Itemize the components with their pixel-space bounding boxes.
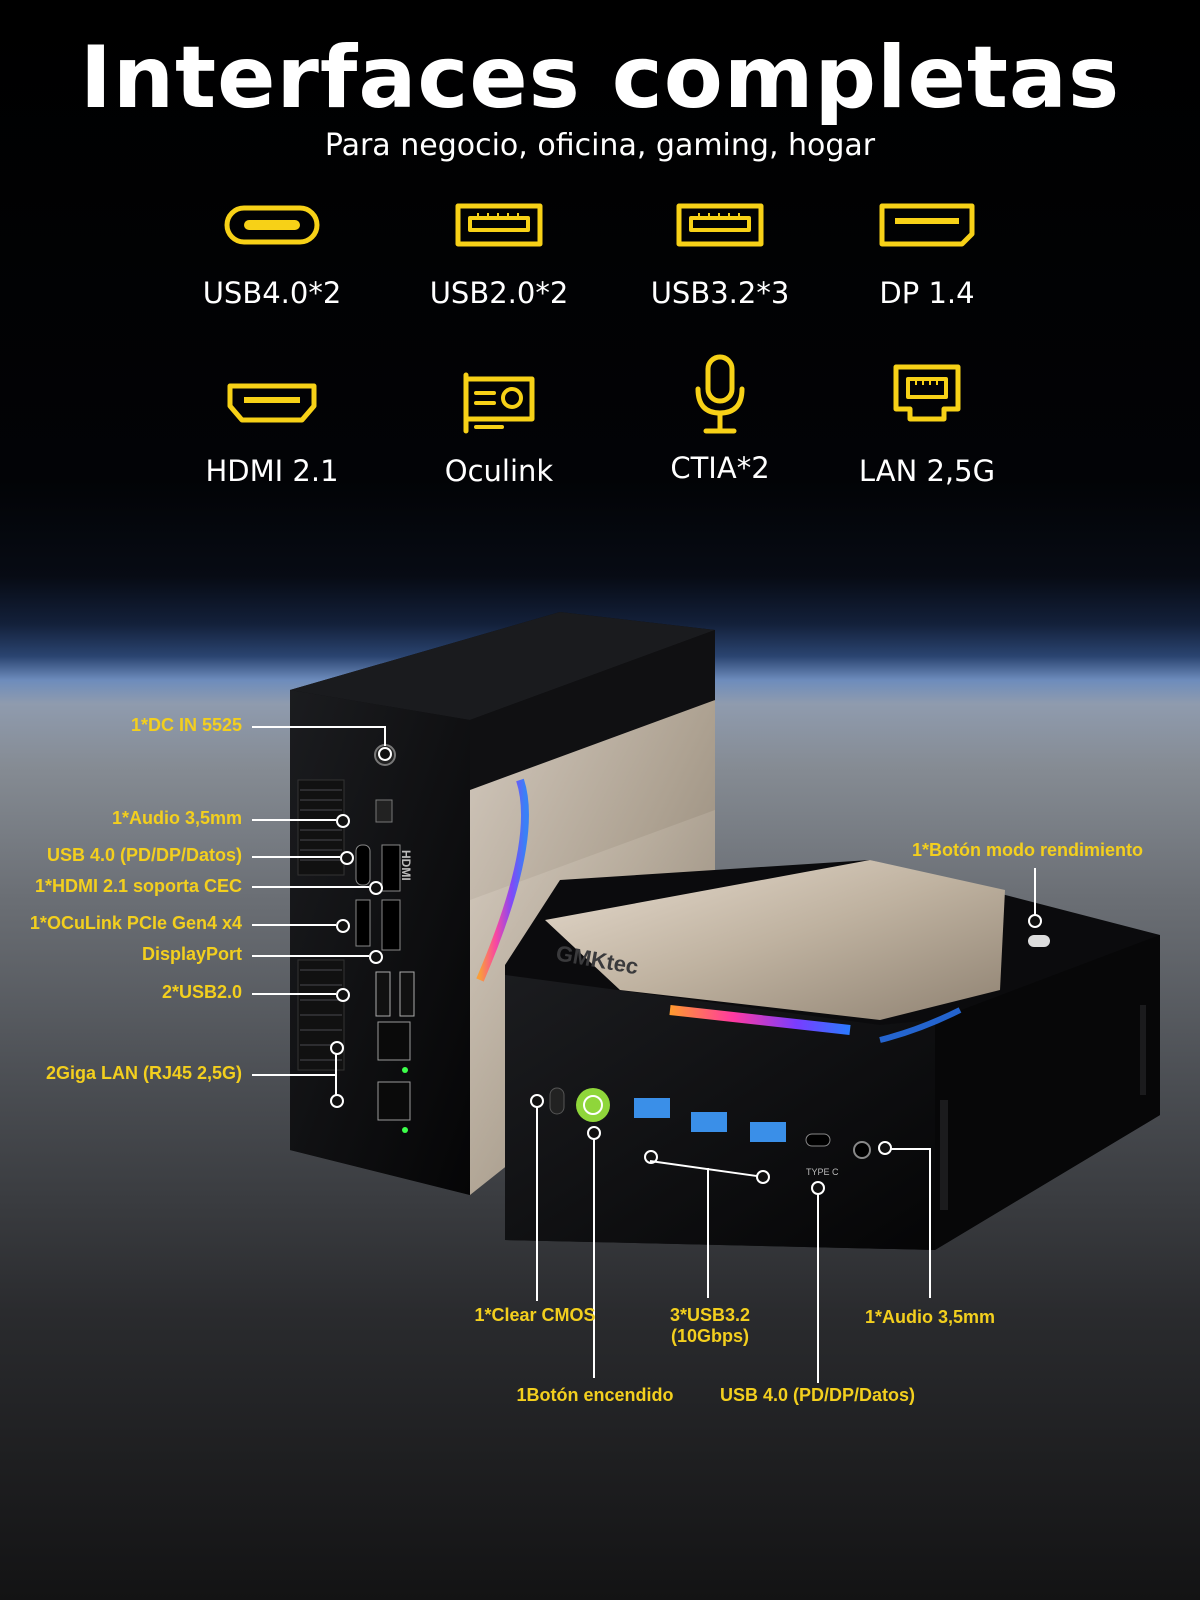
feature-dp: DP 1.4 (812, 180, 1042, 310)
page-title: Interfaces completas (79, 28, 1121, 128)
feature-usb4: USB4.0*2 (157, 180, 387, 310)
usb-a-icon (676, 203, 764, 247)
callout-oculink: 1*OCuLink PCIe Gen4 x4 (29, 913, 242, 933)
feature-usb32: USB3.2*3 (605, 180, 835, 310)
callout-power-button: 1Botón encendido (516, 1385, 674, 1405)
feature-oculink: Oculink (384, 358, 614, 488)
callout-usb32-line1: 3*USB3.2 (669, 1305, 751, 1325)
oculink-card-icon (463, 372, 535, 434)
usb-a-icon (455, 203, 543, 247)
feature-usb2: USB2.0*2 (384, 180, 614, 310)
callout-usb32: 3*USB3.2 (10Gbps) (630, 1305, 790, 1347)
usb-c-icon (224, 205, 320, 245)
power-button (576, 1088, 610, 1122)
feature-label: CTIA*2 (670, 451, 770, 485)
ethernet-icon (893, 364, 961, 422)
callout-hdmi: 1*HDMI 2.1 soporta CEC (34, 876, 242, 896)
displayport-icon (879, 203, 975, 247)
feature-label: HDMI 2.1 (205, 454, 339, 488)
callout-usb2: 2*USB2.0 (161, 982, 242, 1002)
callout-usb4-rear: USB 4.0 (PD/DP/Datos) (46, 845, 242, 865)
callout-audio-rear: 1*Audio 3,5mm (111, 808, 242, 828)
feature-hdmi: HDMI 2.1 (157, 358, 387, 488)
feature-label: LAN 2,5G (858, 454, 996, 488)
callout-lan: 2Giga LAN (RJ45 2,5G) (45, 1063, 242, 1083)
feature-label: USB4.0*2 (202, 276, 342, 310)
feature-label: Oculink (444, 454, 554, 488)
hdmi-marking: HDMI (399, 850, 413, 881)
callout-performance-button: 1*Botón modo rendimiento (912, 840, 1143, 860)
feature-label: USB3.2*3 (650, 276, 790, 310)
callout-usb4-front: USB 4.0 (PD/DP/Datos) (719, 1385, 916, 1405)
callout-dc-in: 1*DC IN 5525 (130, 715, 242, 735)
feature-ctia: CTIA*2 (605, 345, 835, 485)
callout-displayport: DisplayPort (141, 944, 242, 964)
hdmi-icon (227, 383, 317, 423)
type-c-marking: TYPE C (806, 1167, 839, 1177)
callout-audio-front: 1*Audio 3,5mm (864, 1307, 996, 1327)
front-unit: GMKtec TYPE C (505, 860, 1160, 1250)
page-subtitle: Para negocio, oficina, gaming, hogar (324, 128, 876, 163)
performance-button (1028, 935, 1050, 947)
feature-label: USB2.0*2 (429, 276, 569, 310)
callout-clear-cmos: 1*Clear CMOS (474, 1305, 596, 1325)
microphone-icon (695, 354, 745, 434)
feature-lan: LAN 2,5G (812, 348, 1042, 488)
callout-usb32-line2: (10Gbps) (670, 1326, 749, 1346)
feature-label: DP 1.4 (879, 276, 975, 310)
